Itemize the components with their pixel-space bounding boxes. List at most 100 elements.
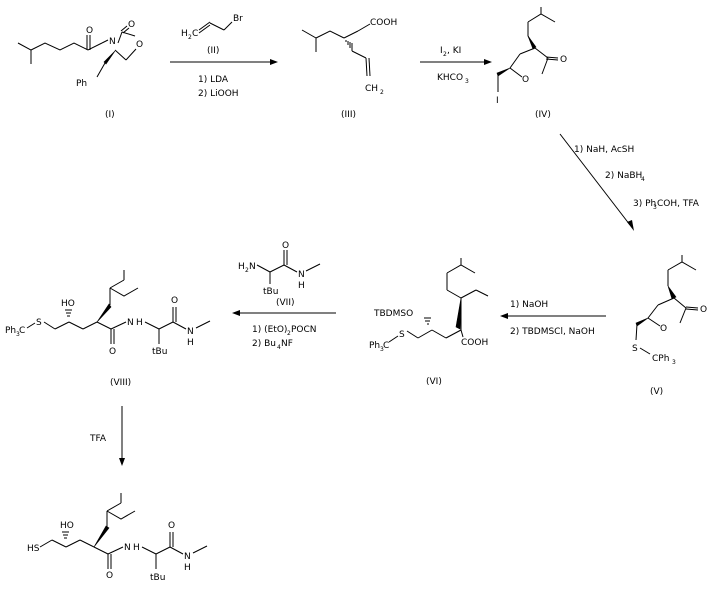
atom-H-subscript: 2 bbox=[245, 267, 249, 274]
compound-IV: O O I (IV) bbox=[496, 7, 567, 120]
atom-Br: Br bbox=[233, 14, 243, 24]
group-tBu: tBu bbox=[263, 287, 278, 297]
arrow-5-condition-2-rest: NF bbox=[281, 339, 293, 349]
atom-CH: CH bbox=[365, 84, 378, 94]
group-HO: HO bbox=[61, 299, 75, 309]
compound-VIII: Ph 3 C S HO O N H tBu O N bbox=[5, 270, 211, 388]
group-CPh: CPh bbox=[652, 354, 669, 364]
arrow-5-condition-1: 1) (EtO) bbox=[252, 325, 287, 335]
arrow-5-condition-2-sub: 4 bbox=[277, 344, 281, 351]
arrow-step-2: I 2 , KI KHCO 3 bbox=[420, 46, 492, 85]
compound-label-III: (III) bbox=[341, 110, 356, 120]
group-TBDMSO: TBDMSO bbox=[373, 309, 413, 319]
atom-S: S bbox=[36, 318, 42, 328]
atom-O-carbonyl: O bbox=[128, 20, 135, 30]
arrow-step-3: 1) NaH, AcSH 2) NaBH 4 3) Ph 3 COH, TFA bbox=[559, 133, 700, 231]
atom-H-1: H bbox=[136, 318, 143, 328]
arrow-2-reagent-KI: , KI bbox=[447, 46, 461, 56]
arrow-4-condition-1: 1) NaOH bbox=[510, 300, 548, 310]
arrow-step-4: 1) NaOH 2) TBDMSCl, NaOH bbox=[500, 300, 606, 337]
atom-O: O bbox=[282, 241, 289, 251]
atom-N-2: N bbox=[187, 327, 194, 337]
arrow-step-6: TFA bbox=[89, 406, 125, 466]
atom-O-carbonyl: O bbox=[560, 55, 567, 65]
atom-H: H bbox=[238, 262, 245, 272]
atom-S: S bbox=[399, 330, 405, 340]
compound-II: H 2 C Br bbox=[181, 14, 243, 41]
arrow-3-condition-3-sub: 3 bbox=[653, 204, 657, 211]
atom-O-amide-2: O bbox=[171, 296, 178, 306]
arrow-6-reagent: TFA bbox=[89, 434, 107, 444]
atom-H-2: H bbox=[187, 338, 194, 348]
arrow-3-condition-2-sub: 4 bbox=[641, 176, 645, 183]
arrow-1-reagent-above: (II) bbox=[207, 46, 219, 56]
arrow-3-condition-3: 3) Ph bbox=[633, 199, 656, 209]
arrow-step-5: 1) (EtO) 2 POCN 2) Bu 4 NF bbox=[232, 310, 336, 351]
group-C: C bbox=[19, 326, 25, 336]
atom-O-amide-1: O bbox=[109, 347, 116, 357]
group-tBu: tBu bbox=[152, 347, 167, 357]
group-Ph: Ph bbox=[369, 341, 380, 351]
arrow-2-reagent-I: I bbox=[440, 46, 443, 56]
arrow-3-condition-1: 1) NaH, AcSH bbox=[574, 145, 634, 155]
atom-H-subscript: 2 bbox=[188, 34, 192, 41]
atom-O-amide-1: O bbox=[106, 571, 113, 581]
atom-CH-subscript: 2 bbox=[380, 89, 384, 96]
arrow-3-condition-3-rest: COH, TFA bbox=[657, 199, 700, 209]
group-Ph-subscript: 3 bbox=[380, 346, 384, 353]
arrow-5-condition-1-rest: POCN bbox=[291, 325, 317, 335]
atom-Ph: Ph bbox=[76, 79, 87, 89]
atom-N: N bbox=[249, 262, 256, 272]
atom-O-ring: O bbox=[660, 324, 667, 334]
atom-S: S bbox=[632, 344, 638, 354]
compound-label-VII: (VII) bbox=[276, 298, 295, 308]
atom-O-ring: O bbox=[522, 75, 529, 85]
compound-I: O N O O Ph (I) bbox=[17, 20, 143, 120]
atom-N-1: N bbox=[124, 543, 131, 553]
atom-N: N bbox=[109, 37, 116, 47]
group-COOH: COOH bbox=[461, 338, 488, 348]
group-Ph: Ph bbox=[5, 326, 16, 336]
compound-III: COOH CH 2 (III) bbox=[301, 18, 397, 120]
hash-bond bbox=[65, 309, 72, 317]
compound-label-V: (V) bbox=[650, 387, 663, 397]
atom-I: I bbox=[496, 96, 499, 106]
group-tBu: tBu bbox=[150, 573, 165, 583]
atom-O: O bbox=[86, 26, 93, 36]
atom-N-amide: N bbox=[298, 270, 305, 280]
group-COOH: COOH bbox=[370, 18, 397, 28]
group-Ph-subscript: 3 bbox=[16, 331, 20, 338]
hash-bond bbox=[424, 317, 431, 325]
arrow-2-base: KHCO bbox=[437, 73, 463, 83]
atom-O-amide-2: O bbox=[168, 521, 175, 531]
atom-H-2: H bbox=[184, 563, 191, 573]
atom-N-2: N bbox=[184, 552, 191, 562]
compound-label-IV: (IV) bbox=[535, 110, 551, 120]
group-HS: HS bbox=[27, 544, 40, 554]
arrow-3-condition-2: 2) NaBH bbox=[605, 171, 642, 181]
arrow-4-condition-2: 2) TBDMSCl, NaOH bbox=[510, 327, 595, 337]
compound-final-product: HS HO O N H tBu O N H bbox=[27, 493, 208, 583]
atom-O-ring: O bbox=[136, 40, 143, 50]
compound-label-VIII: (VIII) bbox=[110, 378, 131, 388]
arrow-step-1: (II) 1) LDA 2) LiOOH bbox=[170, 46, 278, 99]
compound-label-VI: (VI) bbox=[426, 377, 442, 387]
group-CPh-subscript: 3 bbox=[672, 359, 676, 366]
arrow-5-condition-1-sub: 2 bbox=[287, 330, 291, 337]
group-HO: HO bbox=[60, 521, 74, 531]
hash-bond bbox=[345, 40, 353, 51]
arrow-2-reagent-sub: 2 bbox=[443, 51, 447, 58]
atom-H-1: H bbox=[133, 543, 140, 553]
compound-VI: COOH TBDMSO S Ph 3 C (VI) bbox=[369, 258, 488, 387]
atom-H: H bbox=[181, 29, 188, 39]
arrow-5-condition-2: 2) Bu bbox=[252, 339, 276, 349]
atom-O-carbonyl: O bbox=[700, 305, 707, 315]
hash-bond bbox=[62, 531, 69, 539]
group-C: C bbox=[383, 341, 389, 351]
atom-H-amide: H bbox=[298, 281, 305, 291]
compound-V: O O S CPh 3 (V) bbox=[632, 255, 707, 397]
compound-VII: H 2 N tBu O N H (VII) bbox=[238, 241, 321, 308]
atom-C: C bbox=[192, 29, 198, 39]
atom-N-1: N bbox=[127, 318, 134, 328]
